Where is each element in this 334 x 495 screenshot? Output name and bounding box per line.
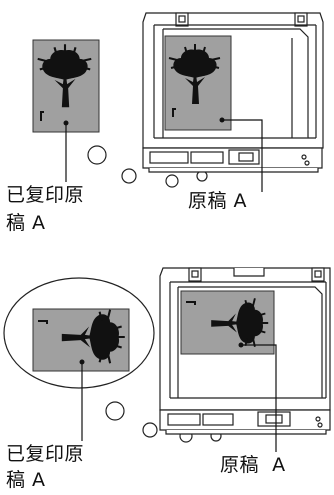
bottom-copy-label-line2: 稿 A: [6, 469, 46, 491]
top-copy-label-line1: 已复印原: [6, 184, 85, 206]
bottom-copy-ellipse: [3, 277, 155, 441]
bottom-copy-label-line1: 已复印原: [6, 443, 85, 465]
top-copy-sheet: [32, 39, 100, 182]
corner-mark-icon: [40, 111, 44, 121]
corner-mark-icon: [38, 320, 48, 324]
top-copy-label-line2: 稿 A: [6, 212, 46, 234]
corner-mark-icon: [186, 301, 196, 305]
bottom-thought-bubbles: [105, 401, 222, 443]
top-original-label: 原稿 A: [188, 190, 248, 212]
bottom-original-sheet: [180, 290, 277, 452]
corner-mark-icon: [172, 108, 176, 117]
bottom-original-label: 原稿 A: [220, 454, 286, 476]
top-original-sheet: [164, 35, 263, 192]
top-thought-bubbles: [87, 145, 208, 188]
